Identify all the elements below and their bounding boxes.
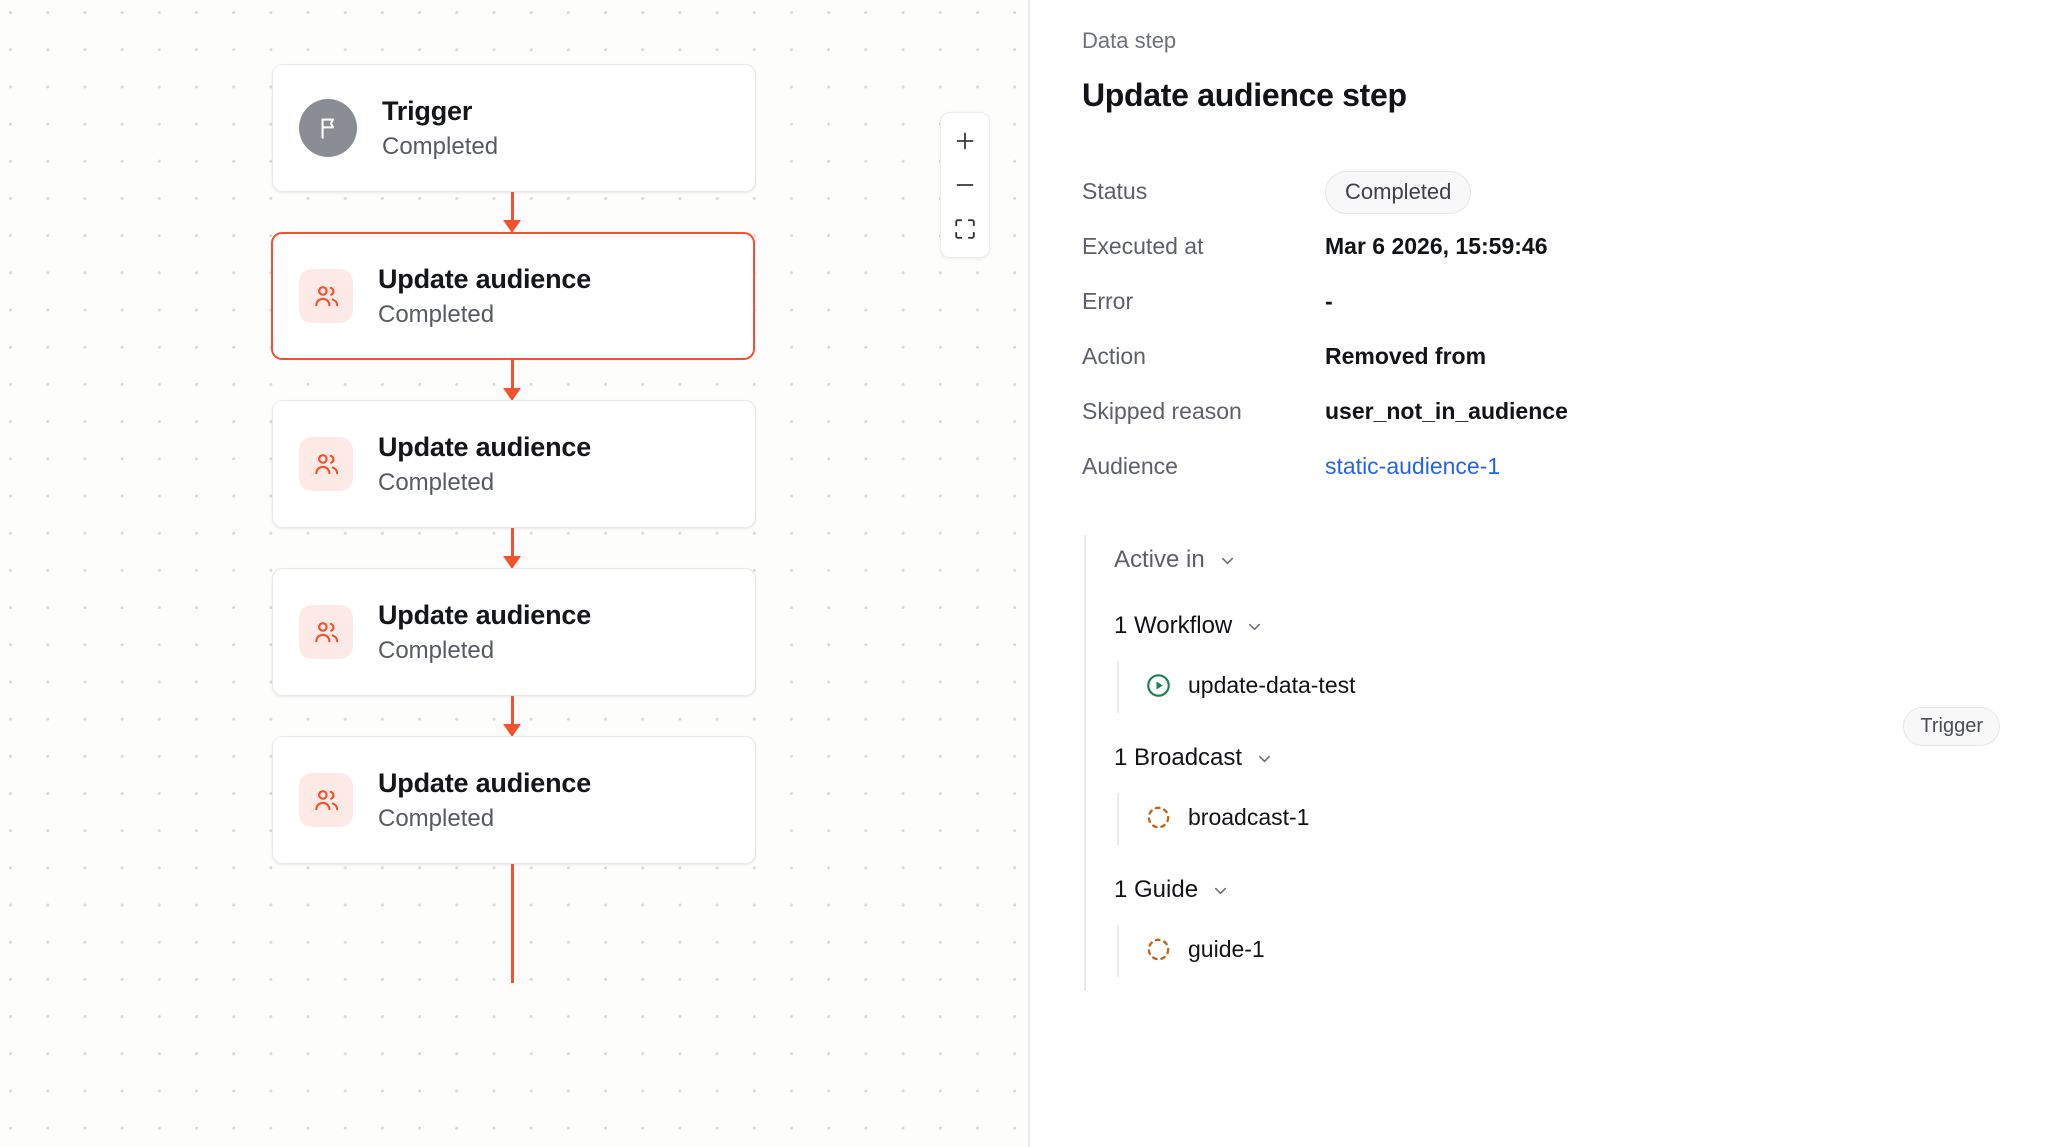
zoom-controls: [940, 112, 990, 258]
detail-label: Status: [1082, 178, 1148, 205]
flow-arrowhead: [503, 220, 521, 233]
detail-value: -: [1325, 288, 1333, 315]
dashed-circle-icon: [1145, 936, 1172, 963]
entity-wrapper: broadcast-1: [1145, 797, 2048, 839]
flow-arrowhead: [503, 556, 521, 569]
chevron-down-icon: [1245, 617, 1264, 636]
flow-connector: [511, 696, 514, 725]
group-toggle[interactable]: 1 Broadcast: [1114, 739, 2048, 779]
flow-node-title: Trigger: [382, 95, 473, 126]
audience-icon: [299, 437, 353, 491]
list-item[interactable]: update-data-test: [1145, 665, 2048, 707]
dashed-circle-icon: [1145, 804, 1172, 831]
entity-name: update-data-test: [1188, 671, 1356, 698]
active-in-toggle[interactable]: Active in: [1114, 541, 2048, 581]
flow-node-status: Completed: [378, 636, 495, 664]
chevron-down-icon: [1211, 881, 1230, 900]
detail-label: Executed at: [1082, 233, 1204, 260]
list-item[interactable]: broadcast-1: [1145, 797, 2048, 839]
group-label: 1 Broadcast: [1114, 744, 1243, 772]
audience-icon: [299, 605, 353, 659]
group-toggle[interactable]: 1 Workflow: [1114, 607, 2048, 647]
spacer: [1114, 845, 2048, 871]
detail-row: Skipped reason user_not_in_audience: [1082, 385, 2048, 440]
flow-node-status: Completed: [382, 132, 499, 160]
flow-node-title: Update audience: [378, 431, 592, 462]
step-details-panel: Data step Update audience step Status Com…: [1030, 0, 2048, 1147]
chevron-down-icon: [1255, 749, 1274, 768]
zoom-in-button[interactable]: [941, 119, 989, 163]
active-in-label: Active in: [1114, 546, 1205, 574]
group-toggle[interactable]: 1 Guide: [1114, 871, 2048, 911]
spacer: [1114, 581, 2048, 607]
group-body: guide-1: [1117, 924, 2048, 977]
detail-label: Audience: [1082, 453, 1178, 480]
page-title: Update audience step: [1082, 77, 1407, 114]
fit-view-button[interactable]: [941, 207, 989, 251]
flow-node-title: Update audience: [378, 767, 592, 798]
group-label: 1 Guide: [1114, 876, 1199, 904]
flow-node-title: Update audience: [378, 599, 592, 630]
detail-label: Error: [1082, 288, 1134, 315]
audience-icon: [299, 269, 353, 323]
group-body: broadcast-1: [1117, 792, 2048, 845]
flow-connector: [511, 192, 514, 221]
flow-connector: [511, 864, 514, 983]
entity-name: broadcast-1: [1188, 803, 1310, 830]
audience-icon: [299, 773, 353, 827]
detail-row: Action Removed from: [1082, 330, 2048, 385]
play-circle-icon: [1145, 672, 1172, 699]
detail-value: user_not_in_audience: [1325, 398, 1568, 425]
flow-arrowhead: [503, 724, 521, 737]
flow-node-status: Completed: [378, 300, 495, 328]
group-label: 1 Workflow: [1114, 612, 1233, 640]
detail-row: Executed at Mar 6 2026, 15:59:46: [1082, 220, 2048, 275]
audience-link[interactable]: static-audience-1: [1325, 453, 1501, 480]
chevron-down-icon: [1218, 551, 1237, 570]
detail-row: Status Completed: [1082, 165, 2048, 220]
flow-node-title: Update audience: [378, 263, 592, 294]
entity-name: guide-1: [1188, 935, 1265, 962]
flow-arrowhead: [503, 388, 521, 401]
detail-row: Audience static-audience-1: [1082, 440, 2048, 495]
status-badge: Completed: [1325, 170, 1472, 214]
list-item[interactable]: guide-1: [1145, 929, 2048, 971]
flag-icon: [299, 99, 357, 157]
detail-label: Action: [1082, 343, 1146, 370]
detail-row: Error -: [1082, 275, 2048, 330]
flow-connector: [511, 528, 514, 557]
detail-label: Skipped reason: [1082, 398, 1242, 425]
flow-node-status: Completed: [378, 468, 495, 496]
detail-value: Mar 6 2026, 15:59:46: [1325, 233, 1548, 260]
detail-value: Removed from: [1325, 343, 1487, 370]
panel-eyebrow: Data step: [1082, 28, 1177, 53]
entity-badge: Trigger: [1903, 706, 2000, 746]
flow-connector: [511, 360, 514, 389]
zoom-out-button[interactable]: [941, 163, 989, 207]
entity-wrapper: guide-1: [1145, 929, 2048, 971]
flow-node-status: Completed: [378, 804, 495, 832]
